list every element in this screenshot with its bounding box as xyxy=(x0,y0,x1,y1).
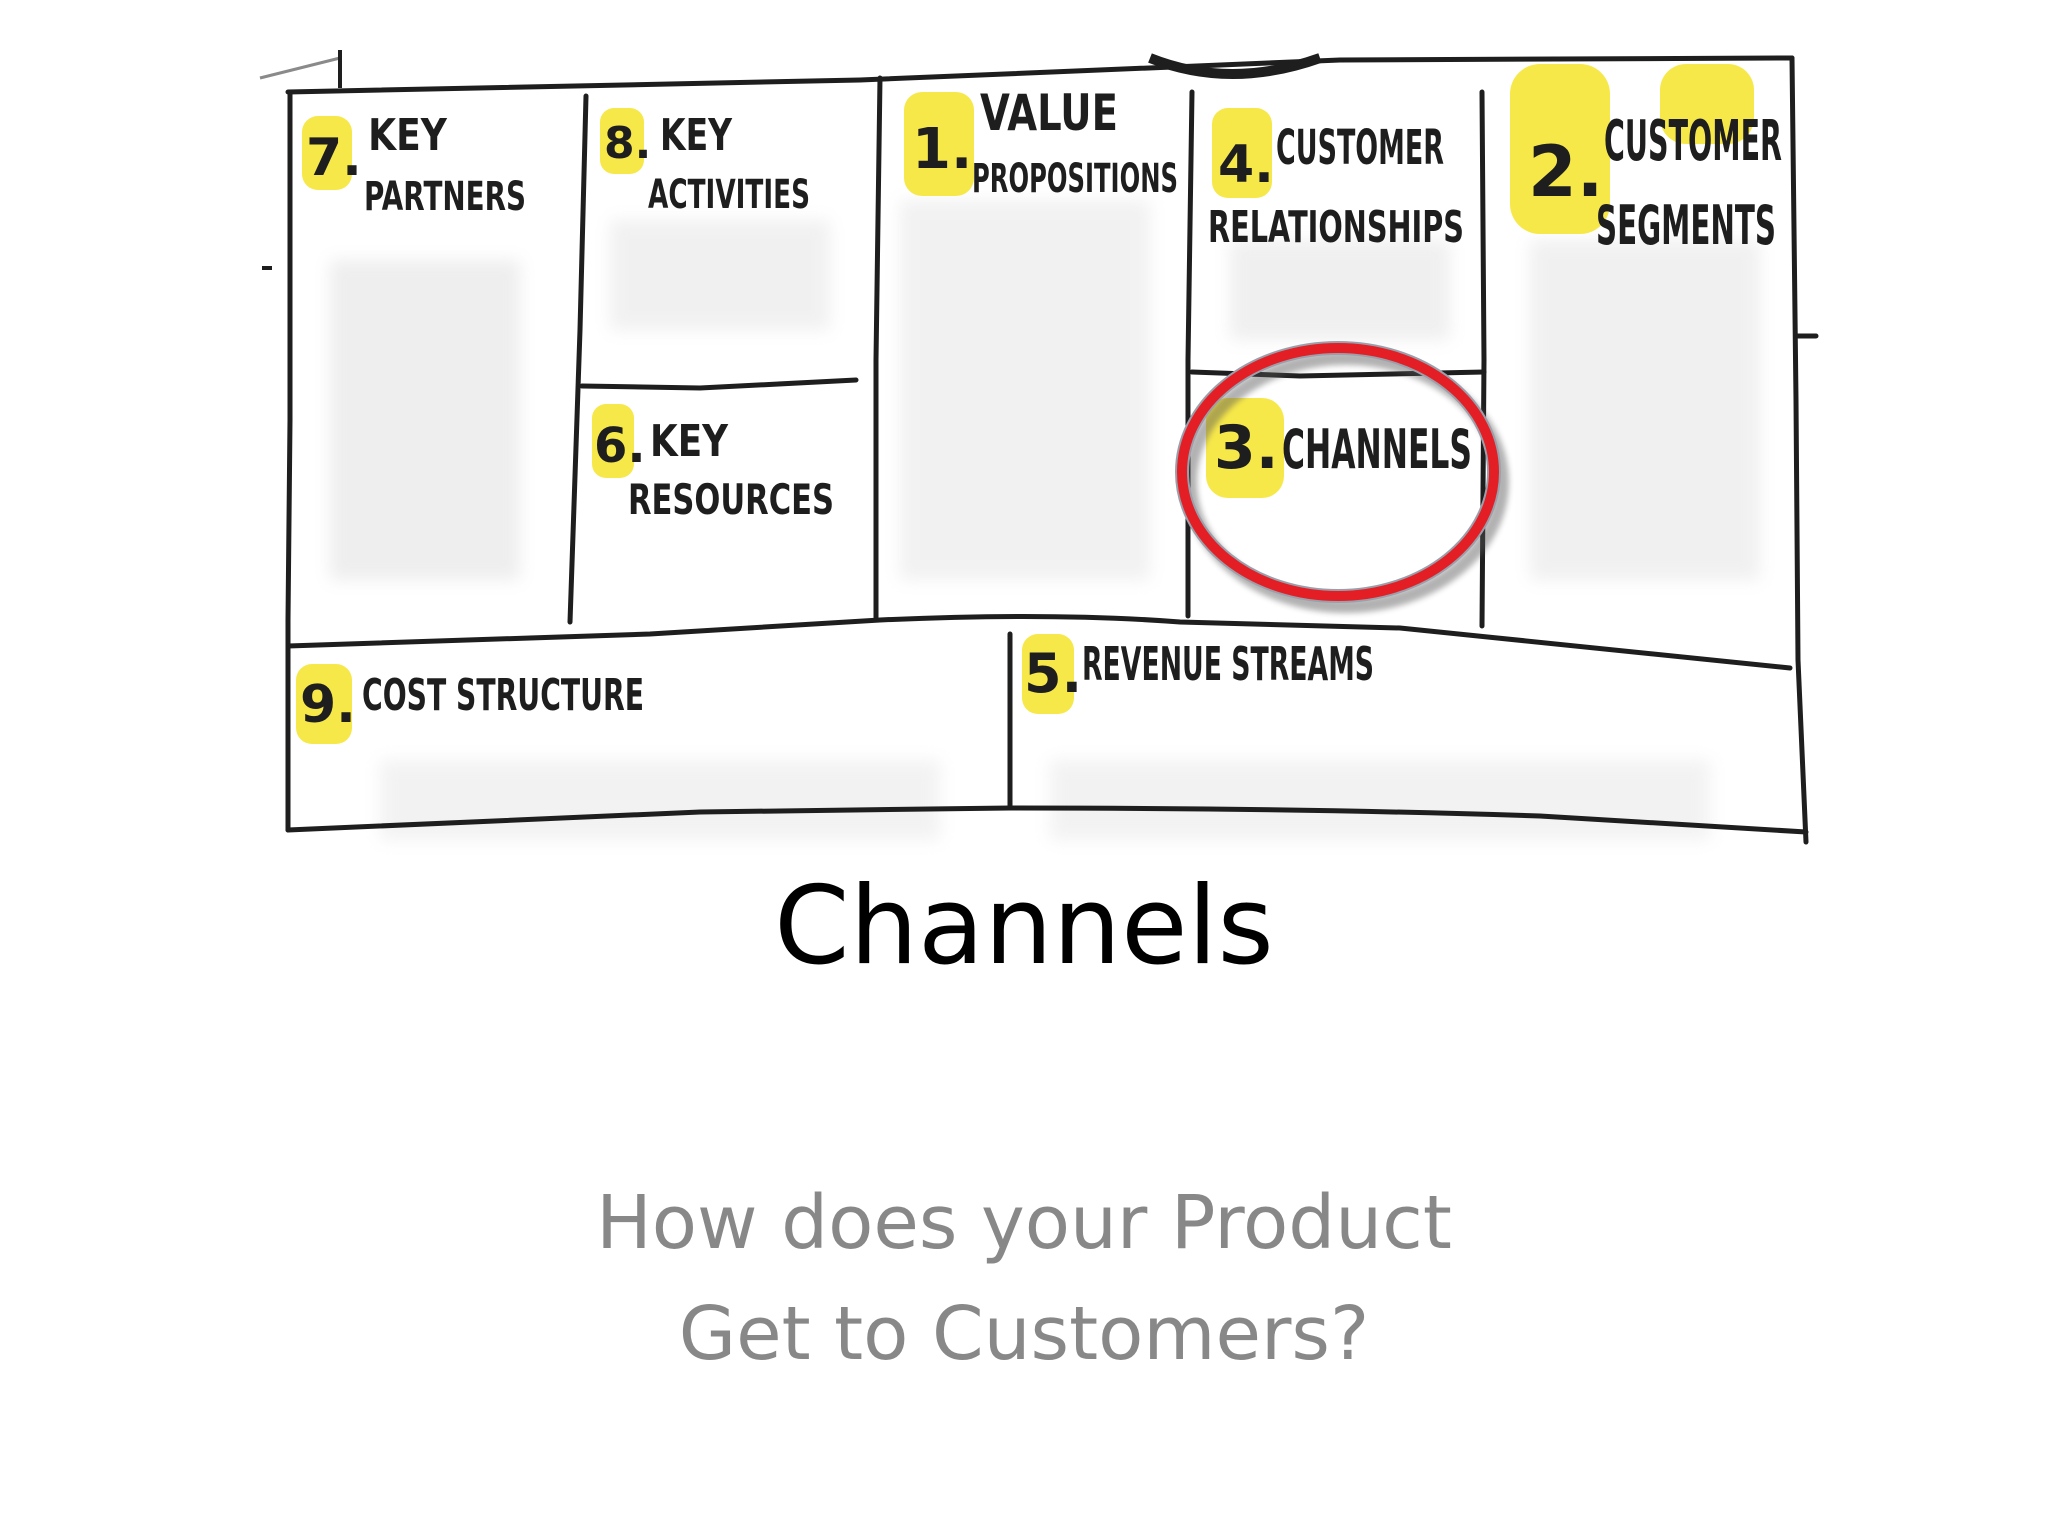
key-activities-split xyxy=(579,377,859,391)
block-label-line: COST STRUCTURE xyxy=(362,670,644,721)
sticky-note-5 xyxy=(1022,634,1074,714)
subtitle-line: How does your Product xyxy=(596,1180,1452,1266)
block-label-line: RELATIONSHIPS xyxy=(1208,202,1464,253)
block-label-line: KEY xyxy=(650,416,729,467)
block-customer-segments: 2. CUSTOMER SEGMENTS xyxy=(1528,109,1782,257)
slide-title: Channels xyxy=(774,864,1274,989)
top-border xyxy=(285,55,1795,95)
block-label-line: PROPOSITIONS xyxy=(972,156,1178,202)
channels-highlight-ring xyxy=(1175,341,1509,613)
block-key-resources: 6. KEY RESOURCES xyxy=(594,416,834,524)
block-label-line: RESOURCES xyxy=(628,475,834,524)
sticky-note-4 xyxy=(1212,108,1272,198)
block-number: 3. xyxy=(1214,413,1279,483)
subtitle-line: Get to Customers? xyxy=(678,1291,1370,1377)
left-border xyxy=(285,89,293,833)
block-key-partners: 7. KEY PARTNERS xyxy=(306,111,526,220)
block-value-propositions: 1. VALUE PROPOSITIONS xyxy=(912,84,1178,202)
corner-stroke xyxy=(259,56,341,80)
sticky-note-2b xyxy=(1660,64,1754,144)
sticky-note-highlights xyxy=(296,64,1754,744)
sticky-note-9 xyxy=(296,664,352,744)
block-number: 7. xyxy=(306,128,362,188)
block-label-line: CUSTOMER xyxy=(1276,120,1444,176)
block-customer-relationships: 4. CUSTOMER RELATIONSHIPS xyxy=(1208,120,1464,253)
sticky-note-8 xyxy=(600,108,644,174)
right-border xyxy=(1789,55,1809,845)
block-label-line: KEY xyxy=(660,110,733,161)
slide-subtitle: How does your Product Get to Customers? xyxy=(0,1168,2048,1390)
divider-3 xyxy=(1185,89,1195,619)
block-label-line: SEGMENTS xyxy=(1596,194,1776,257)
block-label-line: CUSTOMER xyxy=(1604,109,1782,174)
block-number: 9. xyxy=(300,675,356,735)
bottom-border xyxy=(285,805,1809,835)
sticky-note-3 xyxy=(1206,398,1284,498)
block-label-line: PARTNERS xyxy=(364,174,526,220)
block-key-activities: 8. KEY ACTIVITIES xyxy=(604,110,810,218)
block-revenue-streams: 5. REVENUE STREAMS xyxy=(1024,637,1374,705)
block-number: 2. xyxy=(1528,131,1603,213)
background-smudges xyxy=(330,200,1760,840)
mid-horizontal-line xyxy=(285,613,1793,671)
block-label-line: ACTIVITIES xyxy=(648,172,810,218)
block-label-line: REVENUE STREAMS xyxy=(1082,637,1374,691)
block-number: 8. xyxy=(604,118,651,169)
block-number: 6. xyxy=(594,418,646,474)
block-number: 4. xyxy=(1218,135,1274,195)
block-number: 5. xyxy=(1024,642,1082,705)
sticky-note-2 xyxy=(1510,64,1610,234)
block-cost-structure: 9. COST STRUCTURE xyxy=(300,670,644,735)
block-label-line: CHANNELS xyxy=(1282,418,1472,481)
sticky-note-1 xyxy=(904,92,974,196)
divider-1 xyxy=(567,93,589,625)
block-channels: 3. CHANNELS xyxy=(1214,413,1472,483)
block-label-line: KEY xyxy=(368,111,447,161)
sticky-note-6 xyxy=(592,404,634,478)
block-number: 1. xyxy=(912,117,972,182)
sticky-note-7 xyxy=(302,116,352,190)
block-label-line: VALUE xyxy=(980,84,1118,142)
divider-2 xyxy=(873,75,883,621)
